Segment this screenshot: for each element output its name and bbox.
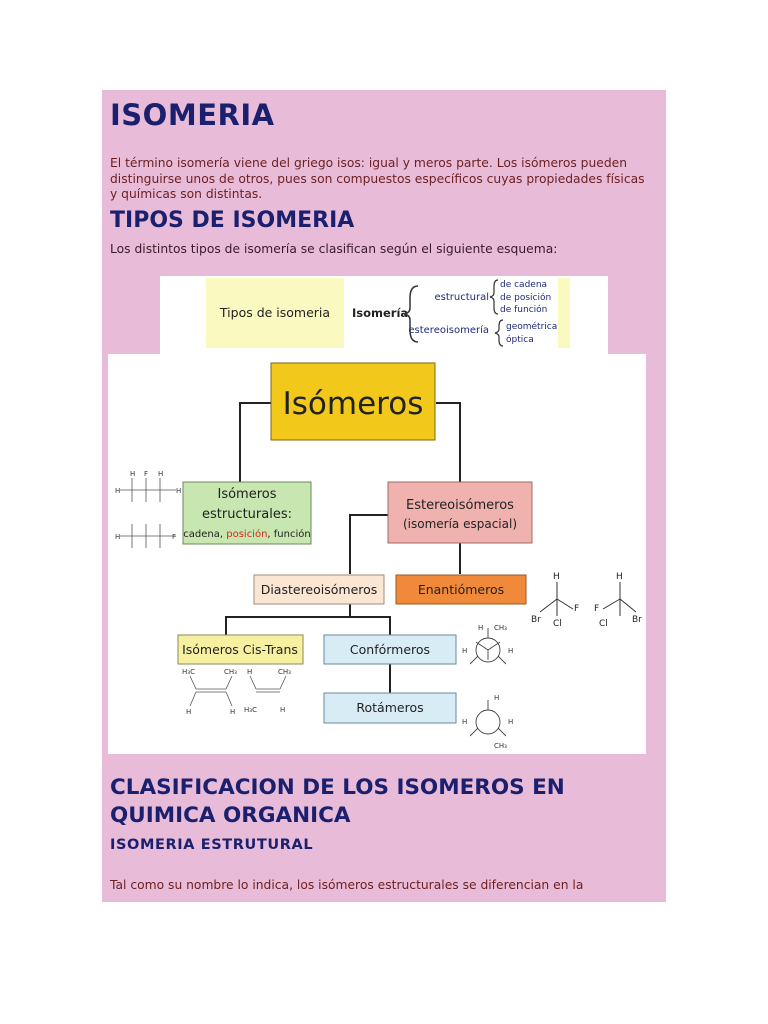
atom-h-cis-2: H [230,708,235,716]
diastereo-node-box [253,574,385,605]
diagram-svg: Isómeros Isómeros estructurales: cadena,… [115,362,642,750]
atom-h-cis-1: H [186,708,191,716]
tipos-heading: TIPOS DE ISOMERIA [110,208,355,233]
scheme-estructural-item-3: de función [500,304,547,315]
intro-line-1: El término isomería viene del griego iso… [110,156,628,170]
scheme-svg: Tipos de isomeria Isomería estructural e… [206,278,570,348]
atom-h-trans-1: H [247,668,252,676]
enantiomers-illustration: H Br F Cl H F Br Cl [531,572,642,629]
estructurales-sub-sep-1: , [220,529,226,540]
atom-h-trans-2: H [280,706,285,714]
atom-f-1: F [144,470,148,478]
newman-projections-illustration: H CH₃ H H H H H CH₃ [462,624,513,750]
scheme-root: Isomería [352,306,408,320]
page-title: ISOMERIA [110,98,275,132]
conformeros-node-box [323,634,457,665]
atom-h-4: H [176,487,181,495]
atom-h-newman-1: H [478,624,483,632]
atom-h-3: H [158,470,163,478]
scheme-estructural: estructural [434,292,489,303]
cistrans-molecules-illustration: H₃C CH₃ H H H CH₃ H₃C H [182,668,291,716]
estructurales-sub: cadena, posición, función [183,528,310,540]
intro-line-3: y químicas son distintas. [110,187,263,201]
brace-main [403,285,419,343]
isomeros-diagram-image: Isómeros Isómeros estructurales: cadena,… [108,354,646,754]
clasificacion-heading: CLASIFICACION DE LOS ISOMEROS EN QUIMICA… [110,774,565,830]
cistrans-node-label: Isómeros Cis-Trans [182,642,298,657]
atom-f-enantio-2: F [594,604,599,614]
root-node-box [270,362,436,441]
structural-formulas-illustration: H H F H H H F [115,470,181,548]
atom-f-2: F [172,533,176,541]
atom-h-newman-2: H [462,647,467,655]
atom-ch3-1: CH₃ [224,668,237,676]
atom-br-enantio-2: Br [632,615,642,625]
estereo-line-1: Estereoisómeros [406,498,514,513]
brace-estructural [489,279,499,315]
atom-cl-enantio-1: Cl [553,619,562,629]
estructurales-line-2: estructurales: [202,507,292,522]
estereo-node-box [387,481,533,544]
atom-ch3-newman-1: CH₃ [494,624,507,632]
diastereo-node-label: Diastereoisómeros [261,582,378,597]
scheme-label-box [206,278,344,348]
enantio-node-box [395,574,527,605]
clasificacion-heading-line-1: CLASIFICACION DE LOS ISOMEROS EN [110,775,565,800]
content-panel: ISOMERIA El término isomería viene del g… [102,90,666,902]
atom-h-newman-5: H [462,718,467,726]
estructurales-sub-posicion: posición [226,528,267,540]
atom-ch3-newman-2: CH₃ [494,742,507,750]
atom-h-5: H [115,533,120,541]
estructurales-sub-sep-2: , [267,529,273,540]
isomeria-scheme-image: Tipos de isomeria Isomería estructural e… [160,276,608,354]
atom-h-enantio-2: H [616,572,623,582]
brace-estereo [494,319,504,347]
bottom-paragraph: Tal como su nombre lo indica, los isómer… [110,878,584,892]
atom-h-2: H [130,470,135,478]
estructurales-node-box [182,481,312,545]
atom-h-newman-3: H [508,647,513,655]
root-node-label: Isómeros [283,386,424,422]
estereo-line-2: (isomería espacial) [403,517,517,531]
scheme-estereo: estereoisomería [408,324,489,336]
estructurales-sub-cadena: cadena [183,529,220,540]
scheme-estereo-item-2: óptica [506,334,534,345]
isomeria-estructural-heading: ISOMERIA ESTRUTURAL [110,837,314,853]
atom-h-enantio-1: H [553,572,560,582]
atom-h3c-2: H₃C [244,706,257,714]
estructurales-line-1: Isómeros [217,487,276,502]
rotameros-node-box [323,692,457,724]
scheme-estructural-item-1: de cadena [500,280,547,290]
scheme-label: Tipos de isomeria [219,305,330,320]
atom-f-enantio-1: F [574,604,579,614]
scheme-estructural-item-2: de posición [500,292,551,303]
scheme-estereo-item-1: geométrica [506,321,557,332]
scheme-right-strip [558,278,570,348]
atom-h-newman-6: H [508,718,513,726]
enantio-node-label: Enantiómeros [418,582,504,597]
clasificacion-heading-line-2: QUIMICA ORGANICA [110,803,351,828]
atom-h-newman-4: H [494,694,499,702]
atom-h3c-1: H₃C [182,668,195,676]
atom-ch3-2: CH₃ [278,668,291,676]
cistrans-node-box [177,634,304,665]
atom-h-1: H [115,487,120,495]
conformeros-node-label: Confórmeros [350,642,430,657]
estructurales-sub-funcion: función [274,528,311,540]
atom-br-enantio-1: Br [531,615,541,625]
intro-paragraph: El término isomería viene del griego iso… [110,156,645,203]
rotameros-node-label: Rotámeros [356,700,423,715]
tipos-paragraph: Los distintos tipos de isomería se clasi… [110,242,558,256]
atom-cl-enantio-2: Cl [599,619,608,629]
intro-line-2: distinguirse unos de otros, pues son com… [110,171,645,186]
